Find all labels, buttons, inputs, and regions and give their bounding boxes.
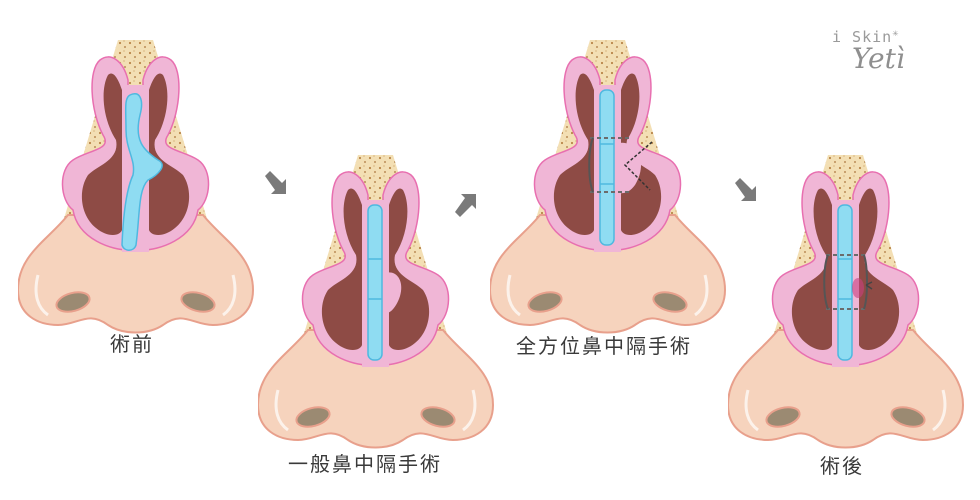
arrow-down-right-icon <box>735 178 756 201</box>
stage-general-septoplasty <box>258 155 498 455</box>
nose-diagram-general <box>258 155 495 449</box>
repaired-region-marker <box>823 254 873 310</box>
logo-line2: Yetì <box>852 42 905 75</box>
stage-comprehensive-septoplasty <box>490 40 730 340</box>
caption-general-septoplasty: 一般鼻中隔手術 <box>288 452 442 476</box>
sparkle-icon: ✳ <box>892 28 900 39</box>
caption-after: 術後 <box>820 454 864 478</box>
incision-marker <box>588 137 653 193</box>
caption-comprehensive-septoplasty: 全方位鼻中隔手術 <box>516 334 692 358</box>
deviated-septum <box>121 93 163 251</box>
arrow-up-right-icon <box>455 194 476 217</box>
nose-diagram-after <box>728 155 965 449</box>
nose-diagram-comprehensive <box>490 40 727 334</box>
logo-line1: i Skin <box>832 28 893 46</box>
straightened-septum <box>367 204 383 361</box>
arrow-down-right-icon <box>265 171 286 194</box>
suture-point <box>852 278 864 298</box>
brand-logo: i Skin✳ Yetì <box>832 28 905 75</box>
stage-after <box>728 155 968 455</box>
nose-diagram-deviated-septum <box>18 40 255 334</box>
stage-before <box>18 40 258 340</box>
caption-before: 術前 <box>110 332 154 356</box>
